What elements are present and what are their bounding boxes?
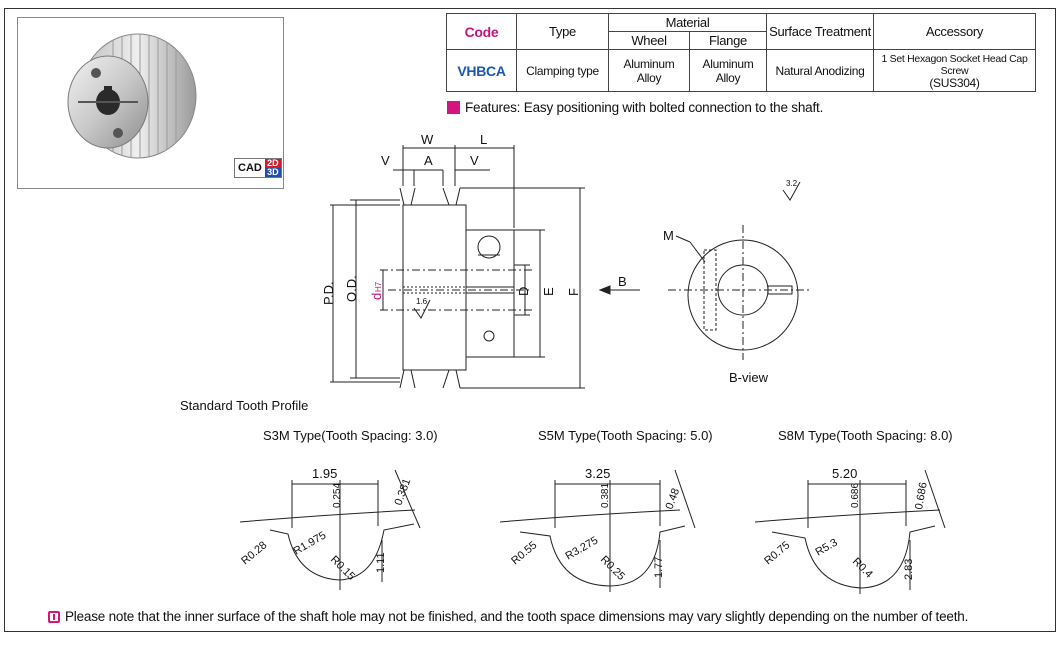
dim-PD: P.D.: [321, 281, 336, 305]
s5m-r1: R0.55: [509, 539, 539, 567]
dim-V-left: V: [381, 153, 390, 168]
s5m-d2: 0.48: [664, 487, 683, 511]
accessory-line1: 1 Set Hexagon Socket Head Cap Screw: [881, 52, 1028, 77]
s8m-width: 5.20: [832, 466, 857, 481]
rough-3-2: 3.2: [786, 179, 798, 188]
header-accessory: Accessory: [873, 13, 1036, 50]
header-code: Code: [446, 13, 517, 50]
s8m-title: S8M Type(Tooth Spacing: 8.0): [778, 428, 953, 443]
accessory-line2: (SUS304): [929, 75, 980, 90]
s5m-width: 3.25: [585, 466, 610, 481]
cell-wheel: Aluminum Alloy: [608, 49, 690, 92]
tooth-profile-s5m: [499, 469, 696, 592]
note-text: Please note that the inner surface of th…: [65, 609, 969, 624]
s5m-r2: R3.275: [564, 534, 601, 562]
s3m-r2: R1.975: [292, 529, 329, 557]
s3m-r3: R0.15: [328, 554, 357, 583]
s5m-title: S5M Type(Tooth Spacing: 5.0): [538, 428, 713, 443]
spec-table: Code Type Material Surface Treatment Acc…: [446, 13, 1036, 92]
dim-E: E: [541, 287, 556, 296]
tooth-profile-s8m: [754, 469, 946, 594]
s8m-r2: R5.3: [814, 537, 840, 559]
dim-B: B: [618, 274, 627, 289]
cell-accessory: 1 Set Hexagon Socket Head Cap Screw (SUS…: [873, 49, 1036, 92]
s8m-r1: R0.75: [762, 539, 792, 567]
s8m-h: 2.83: [903, 559, 915, 580]
s3m-title: S3M Type(Tooth Spacing: 3.0): [263, 428, 438, 443]
dim-H7: H7: [374, 281, 383, 292]
cad-3d-label: 3D: [264, 168, 281, 177]
s8m-d2: 0.686: [913, 481, 930, 510]
s5m-d1: 0.381: [600, 483, 611, 508]
frame: [4, 8, 1056, 632]
note-line: Please note that the inner surface of th…: [48, 609, 968, 624]
tooth-profile-s3m: [239, 469, 421, 590]
s5m-r3: R0.25: [598, 554, 627, 583]
s3m-d2: 0.381: [393, 477, 414, 507]
header-wheel: Wheel: [608, 31, 690, 50]
dim-F: F: [566, 288, 581, 296]
product-photo: CAD 2D 3D: [17, 17, 284, 189]
dim-OD: O.D.: [344, 275, 359, 302]
s8m-d1: 0.686: [850, 483, 861, 508]
dim-d: d: [369, 293, 384, 300]
dim-V-right: V: [470, 153, 479, 168]
features-square-icon: [447, 101, 460, 114]
s3m-h: 1.11: [375, 552, 387, 573]
features-text: Features: Easy positioning with bolted c…: [465, 100, 824, 115]
cad-label: CAD: [238, 162, 262, 174]
s3m-width: 1.95: [312, 466, 337, 481]
dim-A: A: [424, 153, 433, 168]
cell-code: VHBCA: [446, 49, 517, 92]
dim-W: W: [421, 132, 434, 147]
cell-type: Clamping type: [516, 49, 609, 92]
rough-1-6: 1.6: [416, 297, 428, 306]
cell-flange: Aluminum Alloy: [689, 49, 767, 92]
cad-badge[interactable]: CAD 2D 3D: [234, 158, 282, 178]
dim-D: D: [516, 287, 531, 296]
cad-2d-label: 2D: [264, 159, 281, 168]
s3m-d1: 0.254: [332, 483, 343, 508]
s8m-r3: R0.4: [850, 556, 875, 581]
features-line: Features: Easy positioning with bolted c…: [447, 100, 823, 115]
info-icon: [48, 610, 60, 623]
tooth-profile-title: Standard Tooth Profile: [180, 398, 308, 413]
dim-M: M: [663, 228, 674, 243]
pulley-image: [67, 33, 197, 159]
s5m-h: 1.77: [653, 557, 665, 578]
cell-surface: Natural Anodizing: [766, 49, 874, 92]
s3m-r1: R0.28: [239, 539, 269, 567]
bview-label: B-view: [729, 370, 769, 385]
dim-L: L: [480, 132, 487, 147]
